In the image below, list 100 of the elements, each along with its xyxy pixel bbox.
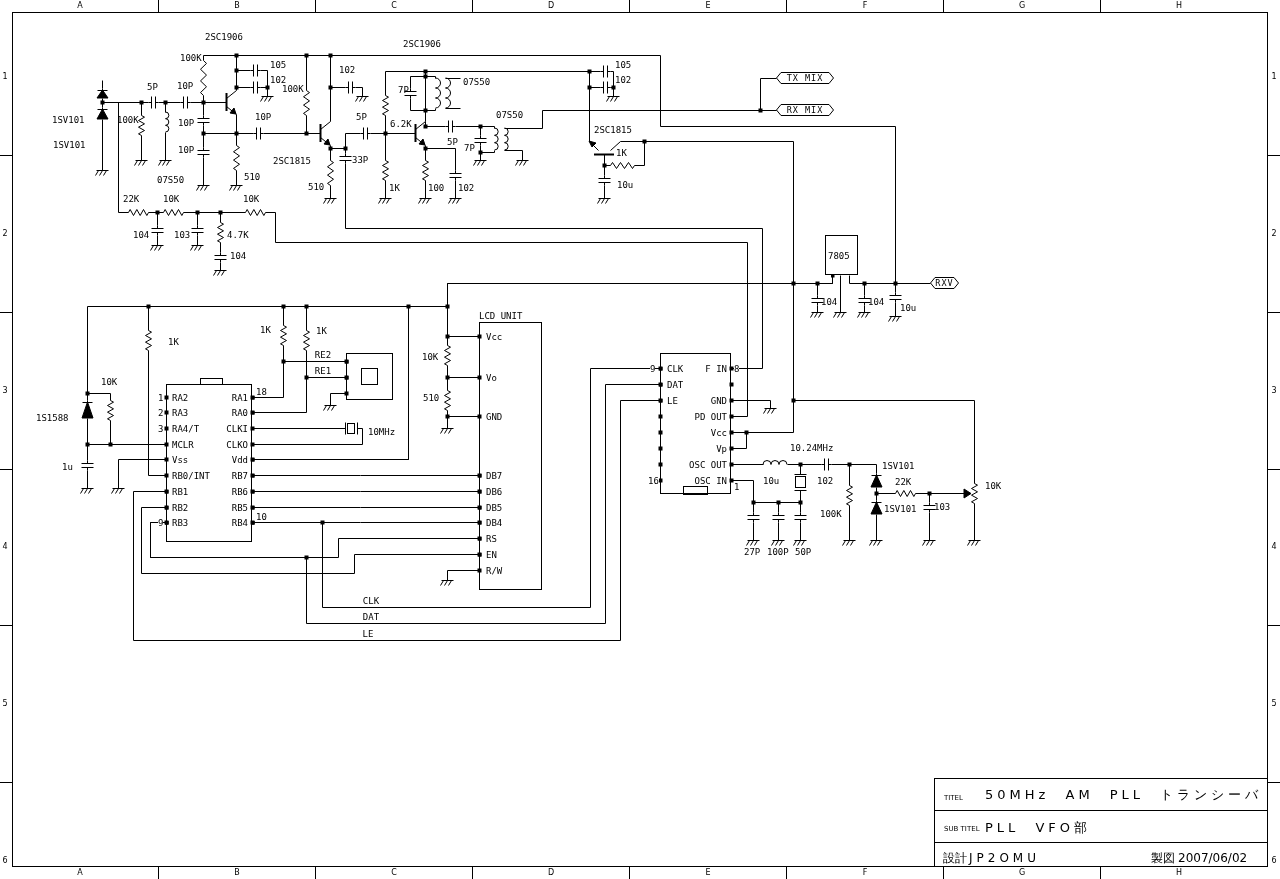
component-label: 10u [617, 180, 634, 190]
component-label: 07S50 [157, 175, 185, 185]
component-label: 5P [447, 137, 458, 147]
component-label: 105 [270, 60, 287, 70]
designer-name: JP2OMU [969, 851, 1040, 865]
wire [250, 473, 482, 478]
grid-label: F [862, 1, 868, 11]
tag-label: RX MIX [786, 104, 824, 116]
date-text: 2007/06/02 [1178, 851, 1248, 865]
component-label: 4.7K [227, 230, 249, 240]
component-label: 10P [178, 118, 195, 128]
pin-number: 16 [648, 476, 659, 486]
component-label: 7P [398, 85, 409, 95]
component-label: 102 [817, 476, 834, 486]
pin-label: GND [486, 411, 503, 423]
grid-label: E [705, 1, 711, 11]
pin-label: DB4 [486, 517, 503, 529]
pin-label: RB5 [231, 502, 248, 514]
module-label: LCD UNIT [479, 310, 523, 322]
signal-tag [776, 104, 834, 116]
edge-label: CLK [361, 596, 381, 606]
wire [141, 505, 482, 574]
pin-label: RS [486, 533, 497, 545]
component-label: 50P [795, 547, 812, 557]
pin-label: RB3 [172, 517, 189, 529]
wire [250, 505, 482, 510]
component-label: 102 [615, 75, 632, 85]
pin-label: RB6 [231, 486, 248, 498]
component-label: 6.2K [390, 119, 412, 129]
pin-label: Vss [172, 454, 189, 466]
component-label: 510 [308, 182, 325, 192]
pin-label: RB4 [231, 517, 248, 529]
regulator-block [825, 235, 858, 275]
component-label: 2SC1906 [205, 32, 243, 42]
component-label: 10u [900, 303, 917, 313]
component-label: 100K [820, 509, 842, 519]
pin-label: F IN [705, 363, 727, 375]
pin-label: Vcc [710, 427, 727, 439]
component-label: 1K [316, 326, 327, 336]
pin-label: Vcc [486, 331, 503, 343]
component-label: 10P [177, 81, 194, 91]
part-label: 7805 [828, 250, 850, 262]
grid-label: D [547, 1, 555, 11]
component-label: 10K [101, 377, 118, 387]
component-label: 100K [180, 53, 202, 63]
pin-label: GND [710, 395, 727, 407]
pin-number: 1 [734, 482, 740, 492]
component-label: 104 [868, 297, 885, 307]
tag-label: TX MIX [786, 72, 824, 84]
grid-label: H [1176, 868, 1182, 878]
component-label: 10K [985, 481, 1002, 491]
field-label: 製図 [1151, 851, 1175, 865]
pin-label: DB5 [486, 502, 503, 514]
wire [150, 382, 663, 624]
grid-label: D [547, 868, 555, 878]
pin-label: LE [667, 395, 678, 407]
component-label: 5P [356, 112, 367, 122]
component-label: 1u [62, 462, 73, 472]
component-label: 105 [615, 60, 632, 70]
component-label: 1K [389, 183, 400, 193]
component-label: 510 [244, 172, 261, 182]
component-label: 10K [422, 352, 439, 362]
component-label: 1K [616, 148, 627, 158]
component-label: 100P [767, 547, 789, 557]
wire [250, 489, 482, 494]
pin-label: RA2 [172, 392, 189, 404]
component-label: 1SV101 [53, 140, 86, 150]
tag-label: RXV [935, 277, 954, 289]
pin-label: PD OUT [694, 411, 727, 423]
edge-label: DAT [361, 612, 381, 622]
component-label: 2SC1906 [403, 39, 441, 49]
component-label: 2SC1815 [594, 125, 632, 135]
component-label: 100K [282, 84, 304, 94]
pin-label: R/W [486, 565, 503, 577]
wire [133, 398, 663, 641]
pin-label: RA3 [172, 407, 189, 419]
wire [250, 375, 349, 415]
pin-label: RB0/INT [172, 470, 210, 482]
component-label: 1SV101 [884, 504, 917, 514]
pin-label: MCLR [172, 439, 194, 451]
component-label: 27P [744, 547, 761, 557]
component-label: 10P [255, 112, 272, 122]
component-label: 510 [423, 393, 440, 403]
component-label: 10K [163, 194, 180, 204]
component-label: 10u [763, 476, 780, 486]
component-label: 102 [339, 65, 356, 75]
component-label: 1K [168, 337, 179, 347]
pin-label: Vp [716, 443, 727, 455]
component-label: 1S1588 [36, 413, 69, 423]
wire [250, 273, 835, 462]
pin-number: 3 [158, 424, 164, 434]
component-label: 104 [230, 251, 247, 261]
wire [250, 366, 663, 608]
component-label: 7P [464, 143, 475, 153]
pin-label: RA4/T [172, 423, 200, 435]
rotary-encoder [346, 353, 393, 400]
wire [849, 275, 931, 284]
component-label: 10K [243, 194, 260, 204]
component-label: 22K [123, 194, 140, 204]
grid-label: A [77, 1, 83, 11]
